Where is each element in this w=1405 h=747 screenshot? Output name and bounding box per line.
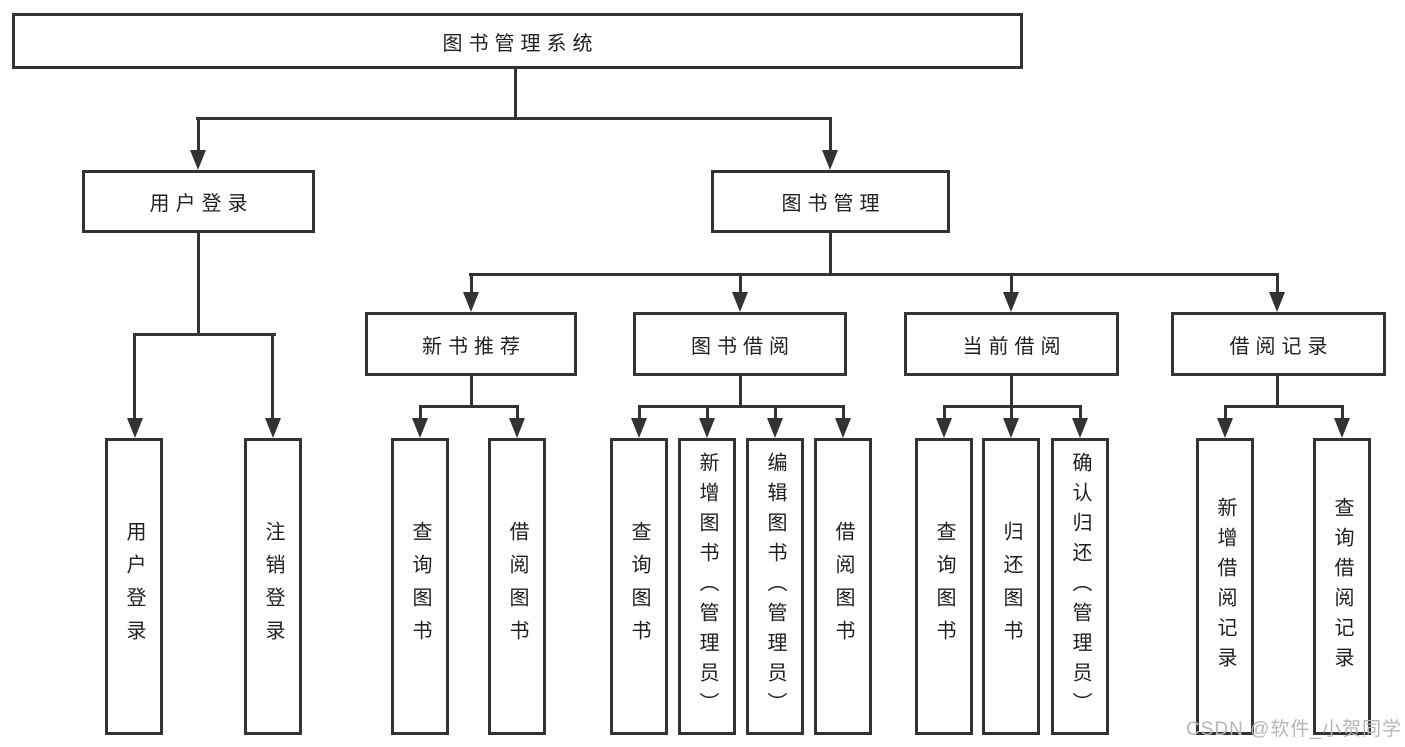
connector-to-leaf — [1224, 405, 1227, 419]
connector-root-stem — [514, 69, 517, 117]
node-current-borrow: 当前借阅 — [904, 312, 1119, 376]
node-book-borrow: 图书借阅 — [633, 312, 847, 376]
leaf-return-book-label: 归还图书 — [1000, 520, 1022, 653]
connector-to-leaf — [1341, 405, 1344, 419]
node-book-management: 图书管理 — [711, 170, 950, 233]
connector-new-book-split — [419, 405, 519, 408]
leaf-borrow-books-label: 借阅图书 — [832, 520, 854, 653]
connector-book-borrow-split — [638, 405, 845, 408]
connector-to-leaf — [516, 405, 519, 419]
arrowhead-down-icon — [767, 418, 783, 438]
connector-to-leaf-logout — [271, 333, 274, 419]
arrowhead-down-icon — [631, 418, 647, 438]
connector-to-borrow-record — [1276, 273, 1279, 293]
leaf-edit-book-admin: 编辑图书（管理员） — [746, 438, 804, 735]
arrowhead-down-icon — [699, 418, 715, 438]
connector-root-to-book-mgmt — [829, 117, 832, 151]
node-book-management-label: 图书管理 — [781, 193, 886, 215]
arrowhead-down-icon — [822, 150, 838, 170]
connector-to-leaf — [1010, 405, 1013, 419]
node-borrow-record-label: 借阅记录 — [1229, 335, 1334, 358]
connector-to-new-book — [470, 273, 473, 293]
node-current-borrow-label: 当前借阅 — [962, 335, 1067, 358]
leaf-borrow-books: 借阅图书 — [814, 438, 872, 735]
connector-to-leaf — [774, 405, 777, 419]
node-book-borrow-label: 图书借阅 — [691, 335, 795, 358]
connector-current-borrow-stem — [1010, 376, 1013, 405]
connector-to-leaf — [943, 405, 946, 419]
leaf-query-borrow-record-label: 查询借阅记录 — [1331, 496, 1353, 677]
leaf-add-book-admin-label: 新增图书（管理员） — [696, 451, 718, 722]
node-user-login: 用户登录 — [82, 170, 315, 233]
arrowhead-down-icon — [265, 418, 281, 438]
arrowhead-down-icon — [127, 418, 143, 438]
leaf-add-borrow-record-label: 新增借阅记录 — [1214, 496, 1236, 677]
connector-borrow-record-split — [1224, 405, 1344, 408]
arrowhead-down-icon — [1072, 418, 1088, 438]
arrowhead-down-icon — [1003, 418, 1019, 438]
leaf-user-login-label: 用户登录 — [123, 520, 145, 653]
watermark-text: CSDN @软件_小贺同学 — [1186, 719, 1402, 740]
connector-new-book-stem — [470, 376, 473, 405]
leaf-query-books-current: 查询图书 — [915, 438, 973, 735]
arrowhead-down-icon — [1217, 418, 1233, 438]
leaf-borrow-books-recommend: 借阅图书 — [488, 438, 546, 735]
leaf-logout-label: 注销登录 — [262, 520, 284, 653]
connector-user-login-stem — [197, 233, 200, 333]
arrowhead-down-icon — [732, 292, 748, 312]
arrowhead-down-icon — [1269, 292, 1285, 312]
leaf-query-books-borrow: 查询图书 — [610, 438, 668, 735]
connector-book-mgmt-split — [469, 273, 1279, 276]
node-user-login-label: 用户登录 — [149, 193, 254, 215]
node-new-book-recommend: 新书推荐 — [365, 312, 577, 376]
connector-borrow-record-stem — [1276, 376, 1279, 405]
arrowhead-down-icon — [1334, 418, 1350, 438]
node-new-book-recommend-label: 新书推荐 — [422, 335, 526, 358]
connector-to-leaf — [1079, 405, 1082, 419]
connector-to-current-borrow — [1010, 273, 1013, 293]
connector-book-mgmt-stem — [829, 233, 832, 273]
connector-to-leaf — [638, 405, 641, 419]
leaf-add-book-admin: 新增图书（管理员） — [678, 438, 736, 735]
node-library-system-label: 图书管理系统 — [442, 32, 599, 55]
arrowhead-down-icon — [509, 418, 525, 438]
connector-to-leaf — [419, 405, 422, 419]
leaf-query-books-current-label: 查询图书 — [933, 520, 955, 653]
arrowhead-down-icon — [412, 418, 428, 438]
leaf-confirm-return-admin-label: 确认归还（管理员） — [1069, 451, 1091, 722]
connector-to-book-borrow — [739, 273, 742, 293]
connector-user-login-split — [133, 333, 276, 336]
leaf-query-books-recommend: 查询图书 — [391, 438, 449, 735]
leaf-borrow-books-recommend-label: 借阅图书 — [506, 520, 528, 653]
connector-to-leaf — [706, 405, 709, 419]
leaf-query-borrow-record: 查询借阅记录 — [1313, 438, 1371, 735]
arrowhead-down-icon — [463, 292, 479, 312]
leaf-query-books-recommend-label: 查询图书 — [409, 520, 431, 653]
leaf-user-login: 用户登录 — [105, 438, 163, 735]
node-library-system: 图书管理系统 — [12, 13, 1023, 69]
leaf-query-books-borrow-label: 查询图书 — [628, 520, 650, 653]
arrowhead-down-icon — [936, 418, 952, 438]
connector-to-leaf-user-login — [133, 333, 136, 419]
arrowhead-down-icon — [1003, 292, 1019, 312]
arrowhead-down-icon — [190, 150, 206, 170]
arrowhead-down-icon — [835, 418, 851, 438]
leaf-confirm-return-admin: 确认归还（管理员） — [1051, 438, 1109, 735]
connector-to-leaf — [842, 405, 845, 419]
leaf-return-book: 归还图书 — [982, 438, 1040, 735]
connector-book-borrow-stem — [739, 376, 742, 405]
connector-root-split — [196, 117, 832, 120]
connector-root-to-user-login — [197, 117, 200, 151]
leaf-edit-book-admin-label: 编辑图书（管理员） — [764, 451, 786, 722]
node-borrow-record: 借阅记录 — [1171, 312, 1386, 376]
leaf-logout: 注销登录 — [244, 438, 302, 735]
leaf-add-borrow-record: 新增借阅记录 — [1196, 438, 1254, 735]
